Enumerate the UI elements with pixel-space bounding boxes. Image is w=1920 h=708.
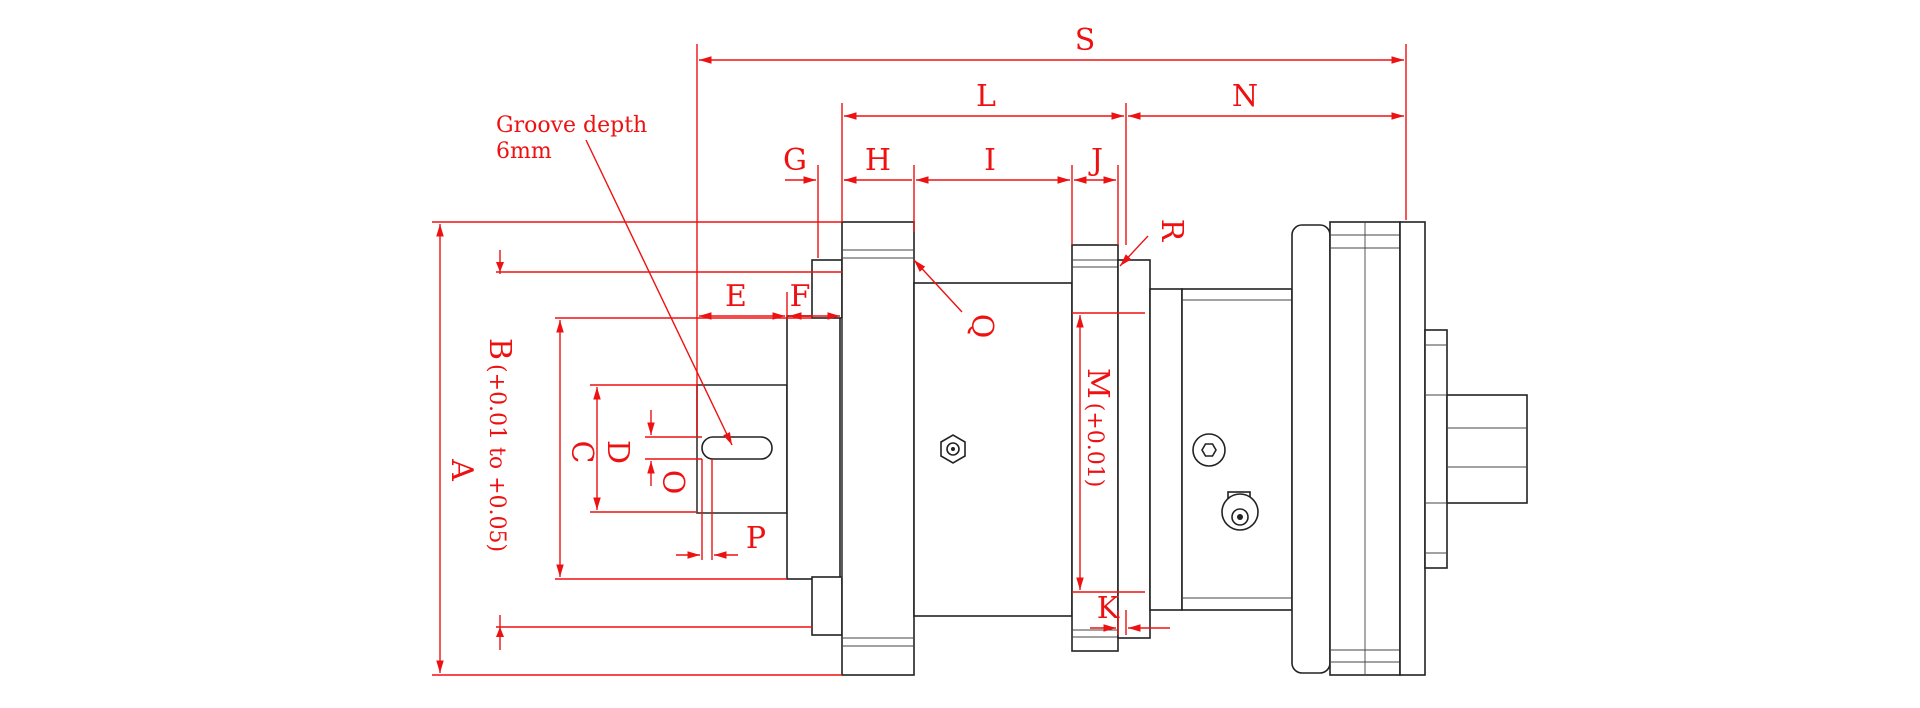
label-B: B (+0.01 to +0.05): [482, 338, 517, 552]
input-shaft: [1446, 394, 1528, 504]
dimension-R-leader: [1119, 235, 1149, 267]
dimension-Q-leader: [913, 259, 963, 313]
label-A: A: [444, 458, 479, 481]
label-F: F: [790, 279, 811, 314]
clamp-bolt-icon: [1221, 491, 1259, 531]
motor-flange: [1291, 224, 1331, 674]
label-K: K: [1097, 591, 1120, 626]
input-coupling: [1424, 329, 1448, 569]
label-P: P: [746, 521, 766, 556]
label-E: E: [725, 279, 747, 314]
label-S: S: [1075, 23, 1096, 58]
set-screw-icon: [940, 434, 966, 464]
dimension-lines: [432, 44, 1407, 676]
groove-depth-note-line1: Groove depth: [496, 113, 647, 138]
label-L: L: [976, 79, 996, 114]
label-H: H: [865, 143, 891, 178]
label-R: R: [1154, 219, 1189, 243]
output-flange: [841, 221, 915, 676]
label-O: O: [655, 470, 690, 495]
keyway-slot: [701, 436, 773, 460]
dimension-labels: S L N G H I J R E F Q A B (+0.01 to +0.0…: [444, 23, 1258, 626]
hex-screw-icon: [1192, 433, 1226, 467]
groove-depth-note-line2: 6mm: [496, 139, 552, 164]
label-C: C: [564, 441, 599, 464]
pilot-shoulder: [786, 315, 841, 580]
label-I: I: [984, 143, 996, 178]
motor-adapter: [1149, 288, 1183, 611]
label-D: D: [600, 440, 635, 464]
label-J: J: [1088, 143, 1103, 178]
label-N: N: [1232, 79, 1258, 114]
label-Q: Q: [964, 314, 999, 339]
label-G: G: [783, 143, 807, 178]
groove-depth-leader: [585, 139, 733, 446]
label-M: M (+0.01): [1080, 368, 1115, 487]
